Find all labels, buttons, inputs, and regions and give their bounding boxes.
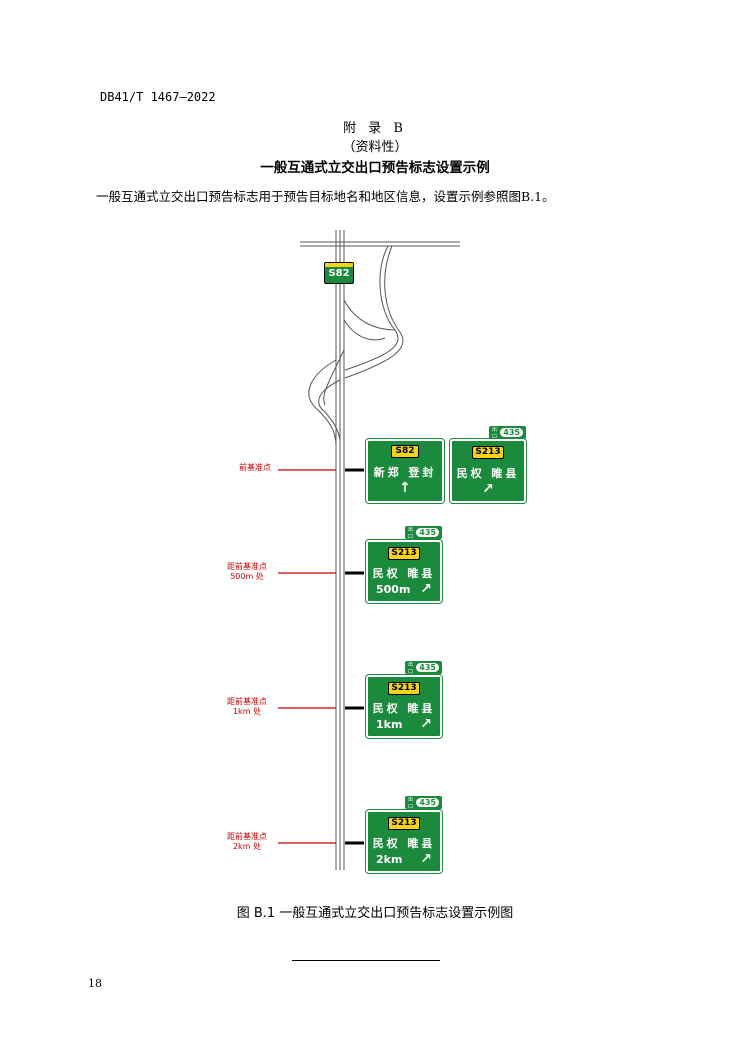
arrow-up-right-icon: ↗ xyxy=(482,481,494,497)
page-number: 18 xyxy=(88,977,102,990)
footer-rule xyxy=(292,960,440,961)
sign-exit-base: S213 民权 睢县 ↗ xyxy=(449,438,527,504)
arrow-up-right-icon: ↗ xyxy=(420,716,432,732)
doc-code: DB41/T 1467—2022 xyxy=(100,90,216,104)
arrow-up-right-icon: ↗ xyxy=(420,581,432,597)
appendix-heading: 一般互通式立交出口预告标志设置示例 xyxy=(260,160,490,176)
sign-exit-500m: S213 民权 睢县 500m ↗ xyxy=(365,539,443,604)
sign-main-direction: S82 新郑 登封 ↑ xyxy=(365,438,445,504)
sign-exit-2km: S213 民权 睢县 2km ↗ xyxy=(365,809,443,874)
sign-exit-1km: S213 民权 睢县 1km ↗ xyxy=(365,674,443,739)
arrow-up-right-icon: ↗ xyxy=(420,851,432,867)
label-base-point: 前基准点 xyxy=(239,463,271,472)
appendix-type: （资料性） xyxy=(342,140,408,155)
road-shield-s82: S82 xyxy=(324,262,354,284)
body-paragraph: 一般互通式立交出口预告标志用于预告目标地名和地区信息，设置示例参照图B.1。 xyxy=(96,189,555,204)
arrow-up-icon: ↑ xyxy=(399,480,411,496)
appendix-title: 附 录 B xyxy=(343,121,407,136)
figure-caption: 图 B.1 一般互通式立交出口预告标志设置示例图 xyxy=(236,906,514,921)
